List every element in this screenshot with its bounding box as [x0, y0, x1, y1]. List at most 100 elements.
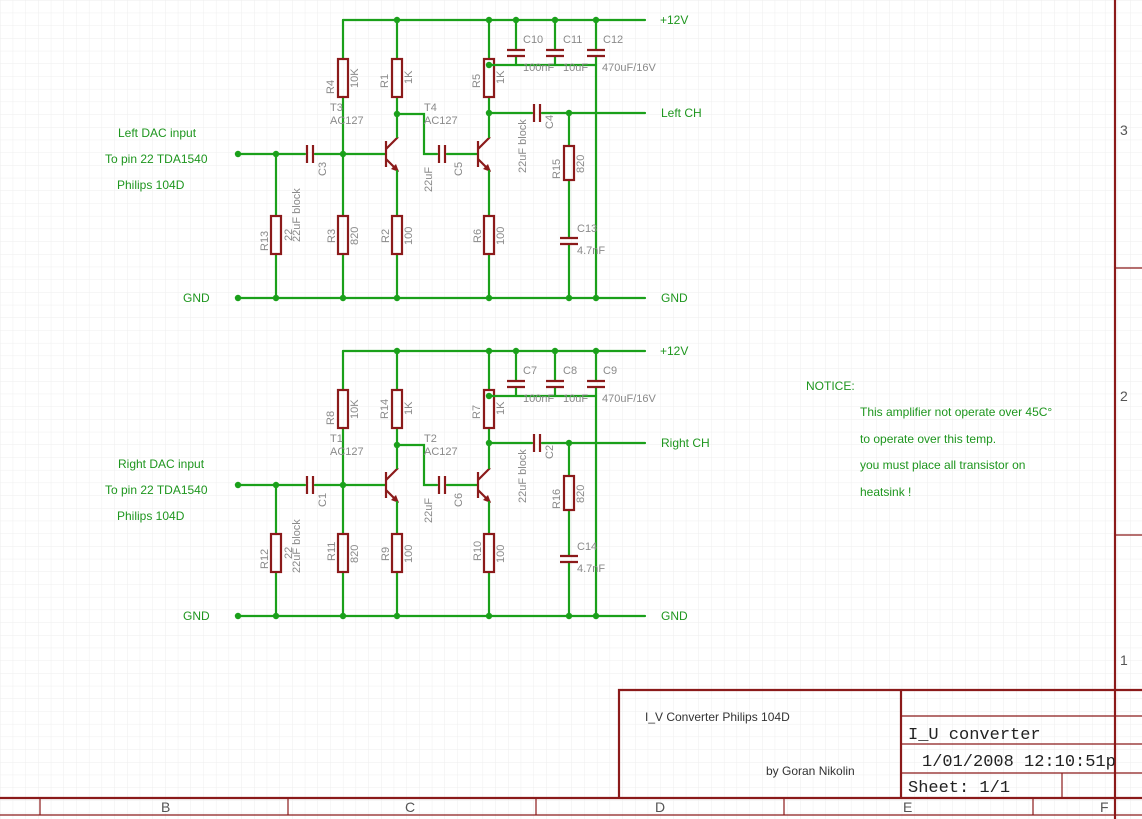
wire — [395, 112, 439, 156]
wire — [395, 443, 439, 487]
resistor-left_channel-r2-body — [390, 214, 404, 256]
junction-dot — [272, 612, 280, 620]
resistor-left_channel-r15-body — [562, 144, 576, 182]
resistor-left_channel-r4-body — [336, 57, 350, 99]
label-r1-name: R1 — [379, 74, 391, 88]
label-c10-value: 100nF — [523, 62, 554, 74]
junction-dot — [393, 294, 401, 302]
resistor-left_channel-r13-body — [269, 214, 283, 256]
label-c11-value: 10uF — [563, 62, 588, 74]
title-sheet: Sheet: 1/1 — [908, 779, 1010, 798]
label-c5-value: 22uF — [423, 498, 435, 523]
label-r6-name: R10 — [472, 541, 484, 561]
junction-dot — [592, 294, 600, 302]
junction-dot — [393, 612, 401, 620]
label-r15-name: R15 — [551, 159, 563, 179]
junction-dot — [339, 612, 347, 620]
label-c12-value: 470uF/16V — [602, 393, 656, 405]
title-author: by Goran Nikolin — [766, 764, 855, 778]
junction-dot — [234, 481, 242, 489]
junction-dot — [485, 109, 493, 117]
junction-dot — [234, 150, 242, 158]
label-r3-name: R11 — [326, 542, 338, 561]
label-r15-value: 820 — [575, 485, 587, 503]
label-t3-type: AC127 — [330, 446, 364, 458]
transistor-right_channel-t3-collector — [385, 467, 399, 481]
zone-row-1: 1 — [1120, 652, 1128, 668]
label-r5-name: R7 — [471, 405, 483, 419]
notice-line-2: to operate over this temp. — [860, 432, 996, 446]
junction-dot — [565, 612, 573, 620]
input-label-2: To pin 22 TDA1540 — [105, 152, 208, 166]
label-r2-value: 100 — [403, 227, 415, 245]
label-r1-value: 1K — [403, 401, 415, 415]
transistor-right_channel-t4-collector — [477, 467, 491, 481]
label-r6-value: 100 — [495, 545, 507, 563]
junction-dot — [339, 481, 347, 489]
label-r2-name: R9 — [380, 547, 392, 561]
label-c3-name: C1 — [317, 493, 329, 507]
title-block: I_V Converter Philips 104D by Goran Niko… — [617, 688, 1142, 798]
junction-dot — [485, 439, 493, 447]
input-label-3: Philips 104D — [117, 178, 185, 192]
resistor-left_channel-r6-body — [482, 214, 496, 256]
label-t4-name: T4 — [424, 102, 437, 114]
notice-line-3: you must place all transistor on — [860, 458, 1025, 472]
label-c10-name: C7 — [523, 365, 537, 377]
junction-dot — [272, 481, 280, 489]
label-r4-value: 10K — [349, 399, 361, 419]
label-r4-name: R8 — [325, 411, 337, 425]
label-r13-name: R12 — [259, 549, 271, 569]
junction-dot — [592, 16, 600, 24]
label-c12-value: 470uF/16V — [602, 62, 656, 74]
junction-dot — [551, 16, 559, 24]
label-r5-name: R5 — [471, 74, 483, 88]
title-project: I_V Converter Philips 104D — [645, 710, 790, 724]
notice-line-1: This amplifier not operate over 45C° — [860, 405, 1052, 419]
label-r4-name: R4 — [325, 80, 337, 94]
label-c13-name: C14 — [577, 541, 597, 553]
label-r1-name: R14 — [379, 399, 391, 419]
zone-row-3: 3 — [1120, 122, 1128, 138]
junction-dot — [339, 150, 347, 158]
label-r4-value: 10K — [349, 68, 361, 88]
label-r6-value: 100 — [495, 227, 507, 245]
label-r2-name: R2 — [380, 229, 392, 243]
label-c3-value: 22uF block — [291, 188, 303, 242]
resistor-left_channel-r3-body — [336, 214, 350, 256]
title-date: 1/01/2008 12:10:51p — [922, 753, 1116, 772]
label-c13-name: C13 — [577, 223, 597, 235]
label-t4-type: AC127 — [424, 446, 458, 458]
junction-dot — [393, 441, 401, 449]
label-r5-value: 1K — [495, 70, 507, 84]
notice-block: NOTICE: This amplifier not operate over … — [806, 379, 1052, 499]
junction-dot — [592, 612, 600, 620]
resistor-right_channel-r5-body — [482, 388, 496, 430]
junction-dot — [234, 294, 242, 302]
title-name: I_U converter — [908, 726, 1041, 745]
label-r3-value: 820 — [349, 545, 361, 563]
zone-col-c: C — [405, 799, 415, 815]
junction-dot — [485, 392, 493, 400]
junction-dot — [393, 110, 401, 118]
notice-line-4: heatsink ! — [860, 485, 911, 499]
resistor-right_channel-r1-body — [390, 388, 404, 430]
junction-dot — [339, 294, 347, 302]
label-c11-value: 10uF — [563, 393, 588, 405]
label-c5-name: C5 — [453, 162, 465, 176]
resistor-right_channel-r13-body — [269, 532, 283, 574]
zone-col-f: F — [1100, 799, 1109, 815]
junction-dot — [485, 347, 493, 355]
transistor-left_channel-t3-collector — [385, 136, 399, 150]
label-c4-name: C2 — [544, 445, 556, 459]
resistor-right_channel-r3-body — [336, 532, 350, 574]
label-t3-name: T1 — [330, 433, 343, 445]
label-c10-value: 100nF — [523, 393, 554, 405]
junction-dot — [393, 16, 401, 24]
transistor-left_channel-t4-collector — [477, 136, 491, 150]
junction-dot — [272, 150, 280, 158]
label-c5-value: 22uF — [423, 167, 435, 192]
